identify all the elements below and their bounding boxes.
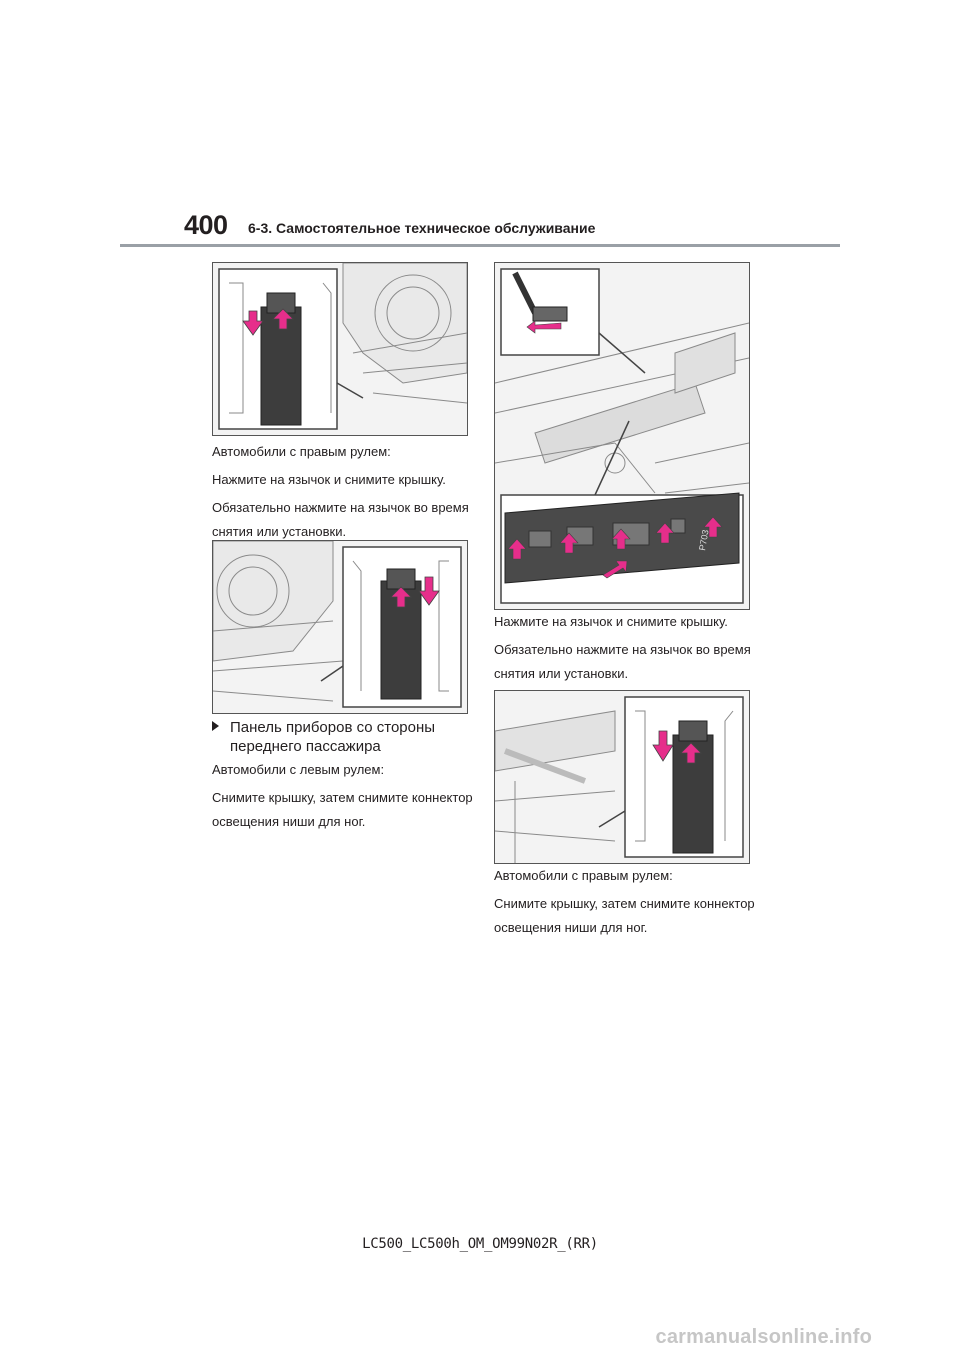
footer-doc-code: LC500_LC500h_OM_OM99N02R_(RR)	[362, 1236, 598, 1252]
right-caption-1-line1: Нажмите на язычок и снимите крышку.	[494, 614, 728, 629]
bullet-triangle-icon	[212, 721, 219, 731]
right-caption-2-line2: Снимите крышку, затем снимите коннектор …	[494, 896, 755, 935]
right-caption-2-line1: Автомобили с правым рулем:	[494, 868, 673, 883]
right-caption-2: Автомобили с правым рулем: Снимите крышк…	[494, 864, 756, 944]
left-caption-1: Автомобили с правым рулем: Нажмите на яз…	[212, 440, 474, 548]
left-caption-2: Автомобили с левым рулем: Снимите крышку…	[212, 758, 474, 838]
subheading-passenger-panel: Панель приборов со стороны переднего пас…	[212, 718, 472, 756]
left-caption-2-line2: Снимите крышку, затем снимите коннектор …	[212, 790, 473, 829]
figure-cover-removal-lhd	[212, 540, 468, 714]
figure-cover-removal-rhd-passenger	[494, 690, 750, 864]
subheading-text: Панель приборов со стороны переднего пас…	[230, 719, 436, 755]
left-caption-2-line1: Автомобили с левым рулем:	[212, 762, 385, 777]
panel-marking: P703	[697, 529, 711, 551]
left-caption-1-line3: Обязательно нажмите на язычок во время с…	[212, 500, 469, 539]
right-caption-1: Нажмите на язычок и снимите крышку. Обяз…	[494, 610, 756, 690]
left-caption-1-line1: Автомобили с правым рулем:	[212, 444, 391, 459]
figure-cover-removal-rhd	[212, 262, 468, 436]
right-caption-1-line2: Обязательно нажмите на язычок во время с…	[494, 642, 751, 681]
page-number: 400	[184, 210, 228, 240]
watermark: carmanualsonline.info	[655, 1326, 872, 1348]
header-rule	[120, 244, 840, 247]
left-caption-1-line2: Нажмите на язычок и снимите крышку.	[212, 472, 446, 487]
figure-dashboard-panel-removal: P703	[494, 262, 750, 610]
section-title: 6-3. Самостоятельное техническое обслужи…	[248, 220, 596, 236]
